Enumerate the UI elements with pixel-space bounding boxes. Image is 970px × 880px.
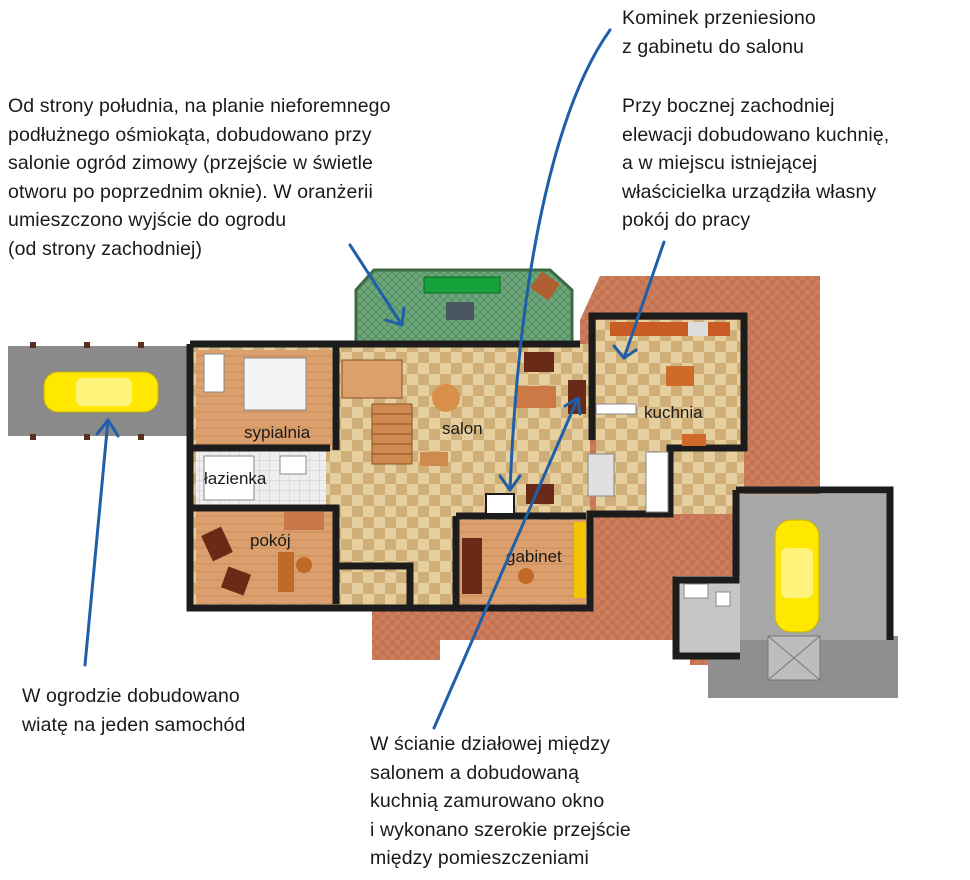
arrowhead-fireplace [498, 474, 522, 492]
annotation-arrows [83, 28, 666, 730]
winter-garden-table [446, 302, 474, 320]
car-garage [774, 519, 820, 633]
walls [186, 312, 894, 660]
furniture [201, 322, 821, 681]
room-label-room: pokój [250, 531, 291, 550]
room-label-study: gabinet [506, 547, 562, 566]
room-label-bedroom: sypialnia [244, 423, 311, 442]
room-label-living-room: salon [442, 419, 483, 438]
arrowhead-carport [95, 418, 120, 438]
annotation-fireplace: Kominek przeniesiono z gabinetu do salon… [622, 7, 816, 58]
arrowhead-kitchen [612, 344, 638, 360]
arrow-fireplace [508, 28, 612, 492]
winter-garden-chair [530, 271, 560, 301]
annotation-carport: W ogrodzie dobudowano wiatę na jeden sam… [22, 685, 246, 736]
room-label-bathroom: łazienka [204, 469, 267, 488]
arrow-winter-garden [348, 243, 404, 327]
arrowhead-winter-garden [384, 306, 406, 327]
arrow-partition [432, 396, 580, 730]
arrowheads [95, 306, 638, 492]
arrow-carport [83, 418, 110, 667]
car-carport [43, 371, 159, 413]
arrowhead-partition [563, 396, 582, 416]
annotation-winter-garden: Od strony południa, na planie nieforemne… [8, 95, 391, 260]
room-label-kitchen: kuchnia [644, 403, 703, 422]
stairs [341, 359, 413, 465]
annotation-partition: W ścianie działowej między salonem a dob… [370, 733, 631, 870]
annotation-kitchen: Przy bocznej zachodniej elewacji dobudow… [622, 95, 890, 232]
winter-garden-sofa [423, 276, 501, 294]
arrow-kitchen [622, 240, 666, 360]
carport-posts [30, 342, 144, 440]
